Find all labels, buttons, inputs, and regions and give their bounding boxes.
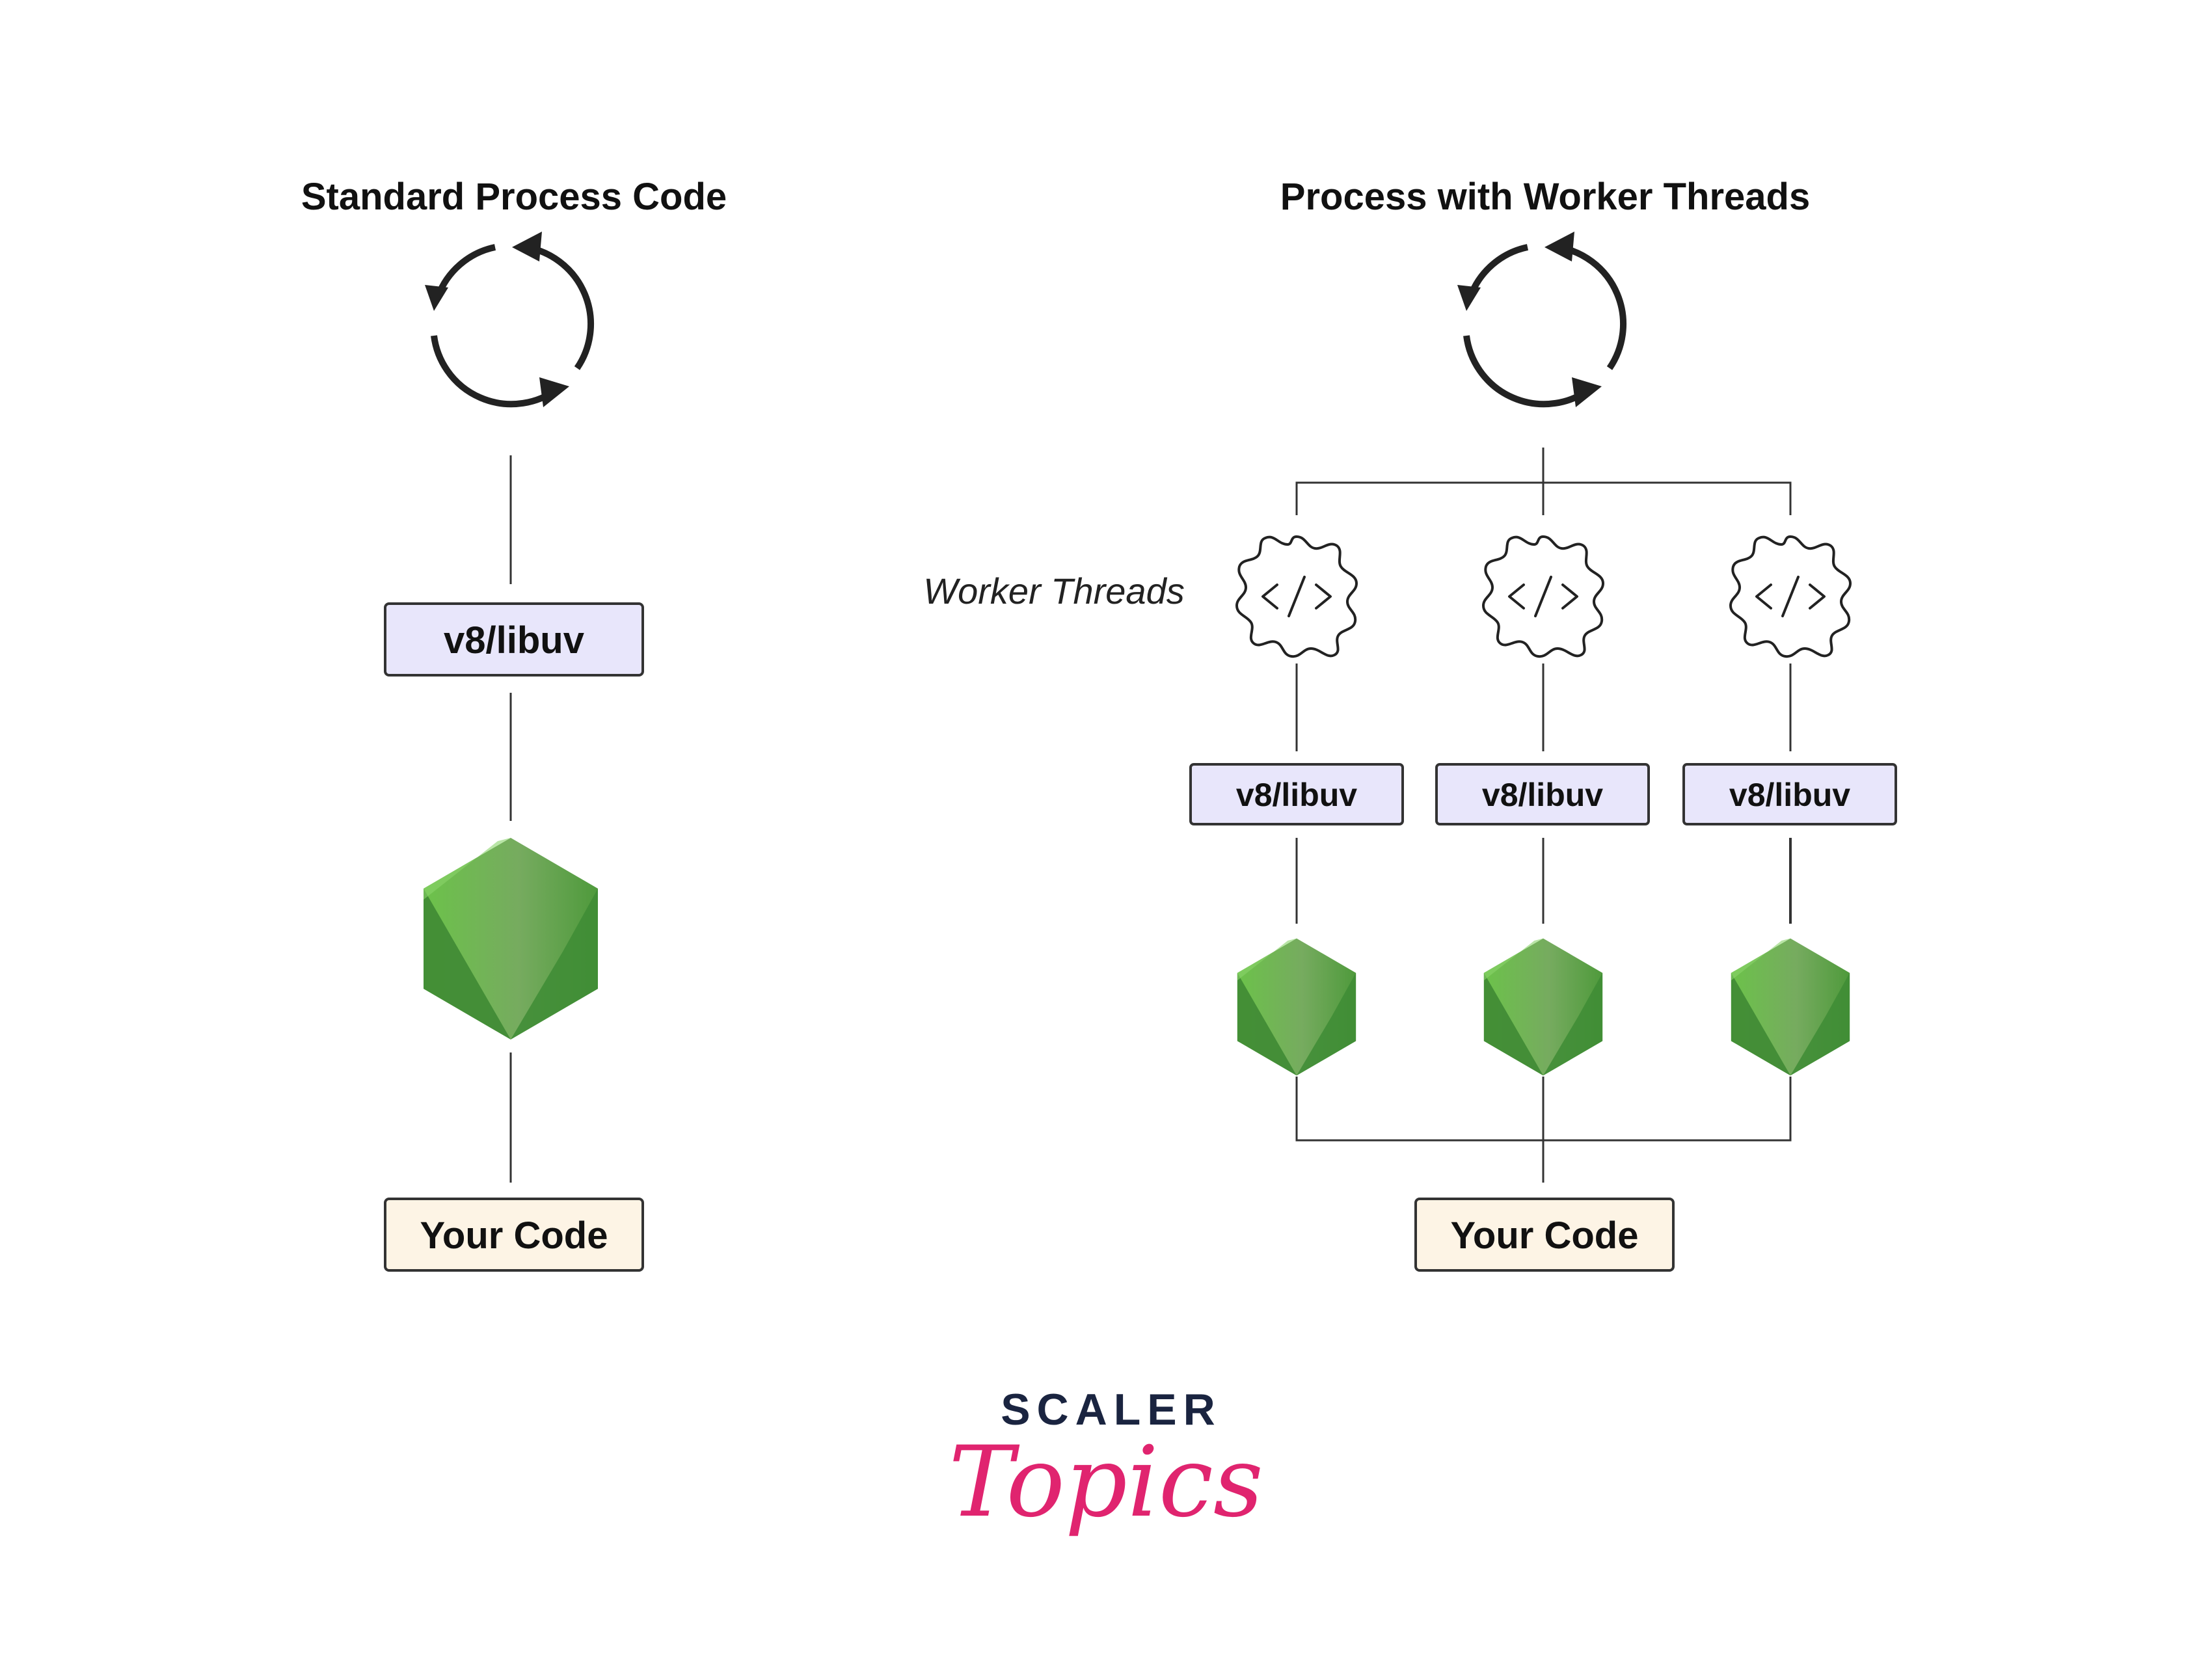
event-loop-cycle-icon bbox=[425, 232, 591, 407]
gear-code-icon bbox=[1235, 535, 1358, 658]
nodejs-hexagon-icon bbox=[1483, 938, 1603, 1076]
right-panel: Process with Worker Threads Worker Threa… bbox=[923, 176, 1897, 1272]
brand-topics-text: Topics bbox=[949, 1426, 1263, 1539]
worker-thread-3: v8/libuv bbox=[1682, 535, 1897, 1076]
right-panel-title: Process with Worker Threads bbox=[1280, 176, 1810, 218]
branch-connector bbox=[1295, 481, 1792, 515]
v8-libuv-label: v8/libuv bbox=[1729, 777, 1850, 813]
worker-thread-2: v8/libuv bbox=[1435, 535, 1650, 1076]
v8-libuv-label: v8/libuv bbox=[444, 619, 584, 662]
gear-code-icon bbox=[1729, 535, 1852, 658]
nodejs-hexagon-icon bbox=[1237, 938, 1356, 1076]
worker-threads-label: Worker Threads bbox=[923, 570, 1184, 611]
v8-libuv-box bbox=[1435, 763, 1650, 825]
nodejs-hexagon-icon bbox=[1731, 938, 1850, 1076]
left-panel: Standard Process Code v8/libuv Your Code bbox=[301, 176, 727, 1272]
your-code-label: Your Code bbox=[1451, 1214, 1639, 1257]
your-code-box bbox=[384, 1198, 644, 1272]
event-loop-cycle-icon bbox=[1457, 232, 1623, 407]
worker-thread-1: v8/libuv bbox=[1189, 535, 1404, 1076]
gear-code-icon bbox=[1482, 535, 1604, 658]
nodejs-hexagon-icon bbox=[424, 838, 598, 1039]
v8-libuv-box bbox=[1189, 763, 1404, 825]
v8-libuv-label: v8/libuv bbox=[1236, 777, 1357, 813]
v8-libuv-box bbox=[1682, 763, 1897, 825]
v8-libuv-label: v8/libuv bbox=[1482, 777, 1603, 813]
scaler-topics-logo: SCALER Topics bbox=[949, 1385, 1263, 1539]
your-code-box bbox=[1414, 1198, 1675, 1272]
brand-scaler-text: SCALER bbox=[1001, 1385, 1222, 1434]
v8-libuv-box bbox=[384, 602, 644, 677]
your-code-label: Your Code bbox=[420, 1214, 608, 1257]
left-panel-title: Standard Process Code bbox=[301, 176, 727, 218]
